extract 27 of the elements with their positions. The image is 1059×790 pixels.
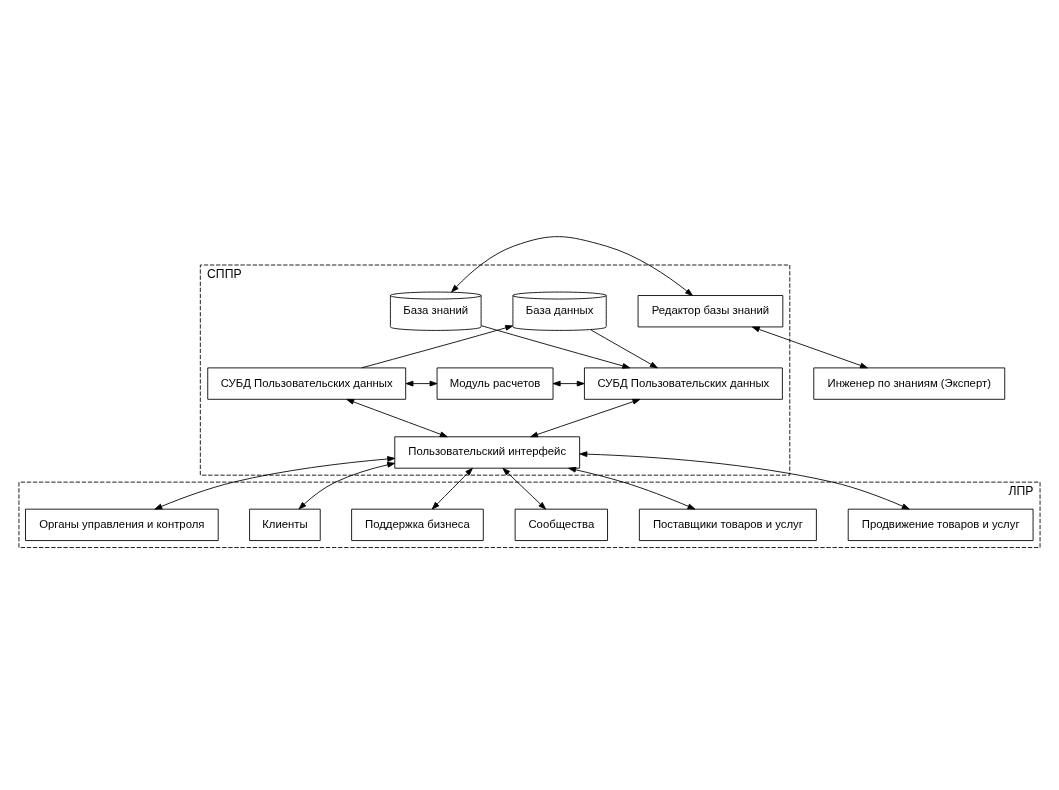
node-box: Пользовательский интерфейс	[394, 435, 581, 469]
arrow	[298, 461, 396, 509]
node-box: СУБД Пользовательских данных	[584, 366, 783, 400]
arrow	[154, 455, 396, 510]
arrow	[751, 326, 868, 368]
arrow	[480, 324, 631, 369]
arrow	[451, 235, 693, 296]
node-box: СУБД Пользовательских данных	[207, 366, 407, 400]
arrow	[405, 380, 438, 386]
node-box: Органы управления и контроля	[25, 508, 219, 541]
node-box: Поддержка бизнеса	[351, 508, 484, 541]
node-box: Сообщества	[514, 508, 608, 541]
arrow	[552, 380, 585, 386]
node-box: Модуль расчетов	[436, 366, 554, 400]
arrow	[530, 398, 641, 437]
arrow	[431, 467, 473, 509]
arrow	[361, 324, 514, 368]
node-box: Редактор базы знаний	[637, 294, 784, 327]
arrow	[502, 467, 547, 509]
arrow	[568, 466, 696, 510]
arrow	[590, 329, 658, 368]
node-box: Клиенты	[249, 508, 321, 541]
arrow	[579, 450, 910, 509]
node-box: Поставщики товаров и услуг	[638, 508, 817, 541]
node-box: Инженер по знаниям (Эксперт)	[813, 366, 1006, 400]
arrow	[346, 398, 448, 437]
node-box: Продвижение товаров и услуг	[847, 508, 1034, 541]
